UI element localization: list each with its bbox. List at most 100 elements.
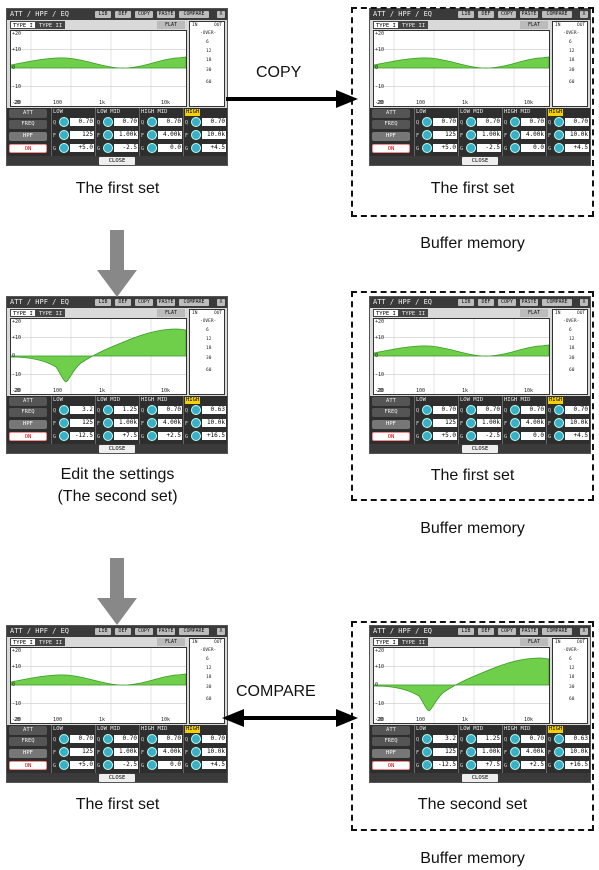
param-knob-icon[interactable] (103, 117, 113, 127)
band-label[interactable]: LOW MID (460, 109, 484, 115)
param-knob-icon[interactable] (191, 143, 201, 153)
param-knob-icon[interactable] (510, 143, 520, 153)
title-button[interactable]: COPY (498, 11, 516, 18)
att-knob-label[interactable]: ATT (9, 397, 47, 406)
band-label[interactable]: LOW (416, 726, 426, 732)
band-label[interactable]: HIGH (548, 397, 564, 404)
param-knob-icon[interactable] (554, 418, 564, 428)
param-knob-icon[interactable] (422, 418, 432, 428)
param-knob-icon[interactable] (59, 143, 69, 153)
att-knob-label[interactable]: ATT (372, 109, 410, 118)
band-label[interactable]: LOW MID (97, 397, 121, 403)
band-label[interactable]: LOW MID (97, 726, 121, 732)
param-knob-icon[interactable] (466, 747, 476, 757)
title-button[interactable]: X (580, 299, 588, 306)
param-knob-icon[interactable] (103, 734, 113, 744)
title-button[interactable]: COMPARE (542, 299, 572, 306)
param-knob-icon[interactable] (466, 143, 476, 153)
param-knob-icon[interactable] (147, 418, 157, 428)
param-knob-icon[interactable] (466, 734, 476, 744)
hpf-button[interactable]: HPF (9, 132, 47, 141)
param-knob-icon[interactable] (103, 405, 113, 415)
tab-type-1[interactable]: TYPE I (10, 21, 36, 29)
close-button[interactable]: CLOSE (99, 445, 135, 453)
band-label[interactable]: LOW (416, 397, 426, 403)
title-button[interactable]: X (580, 628, 588, 635)
hpf-button[interactable]: HPF (372, 132, 410, 141)
eq-on-button[interactable]: ON (372, 144, 410, 153)
tab-type-1[interactable]: TYPE I (373, 21, 399, 29)
band-label[interactable]: HIGH MID (141, 109, 168, 115)
param-knob-icon[interactable] (422, 130, 432, 140)
title-button[interactable]: LIB (458, 299, 474, 306)
tab-type-1[interactable]: TYPE I (373, 638, 399, 646)
param-knob-icon[interactable] (191, 760, 201, 770)
param-knob-icon[interactable] (191, 130, 201, 140)
param-knob-icon[interactable] (147, 405, 157, 415)
title-button[interactable]: COPY (498, 299, 516, 306)
title-button[interactable]: X (217, 11, 225, 18)
tab-type-2[interactable]: TYPE II (399, 21, 429, 29)
tab-type-2[interactable]: TYPE II (399, 309, 429, 317)
title-button[interactable]: X (217, 628, 225, 635)
band-label[interactable]: LOW MID (97, 109, 121, 115)
band-label[interactable]: LOW (53, 726, 63, 732)
param-knob-icon[interactable] (510, 760, 520, 770)
title-button[interactable]: DEF (478, 299, 494, 306)
title-button[interactable]: COPY (135, 299, 153, 306)
param-knob-icon[interactable] (554, 747, 564, 757)
title-button[interactable]: COMPARE (542, 628, 572, 635)
att-knob-label[interactable]: ATT (9, 726, 47, 735)
flat-button[interactable]: FLAT (520, 21, 548, 29)
param-knob-icon[interactable] (422, 760, 432, 770)
band-label[interactable]: LOW MID (460, 397, 484, 403)
param-knob-icon[interactable] (191, 747, 201, 757)
param-knob-icon[interactable] (510, 734, 520, 744)
title-button[interactable]: PASTE (157, 628, 175, 635)
title-button[interactable]: PASTE (520, 299, 538, 306)
param-knob-icon[interactable] (147, 431, 157, 441)
param-knob-icon[interactable] (147, 760, 157, 770)
title-button[interactable]: PASTE (157, 11, 175, 18)
param-knob-icon[interactable] (191, 117, 201, 127)
title-button[interactable]: DEF (115, 299, 131, 306)
param-knob-icon[interactable] (147, 734, 157, 744)
title-button[interactable]: COPY (135, 11, 153, 18)
title-button[interactable]: COPY (498, 628, 516, 635)
param-knob-icon[interactable] (59, 431, 69, 441)
tab-type-2[interactable]: TYPE II (399, 638, 429, 646)
close-button[interactable]: CLOSE (462, 774, 498, 782)
title-button[interactable]: LIB (458, 628, 474, 635)
hpf-button[interactable]: HPF (372, 420, 410, 429)
close-button[interactable]: CLOSE (99, 774, 135, 782)
param-knob-icon[interactable] (510, 747, 520, 757)
hpf-freq-label[interactable]: FREQ (372, 408, 410, 417)
param-knob-icon[interactable] (103, 760, 113, 770)
param-knob-icon[interactable] (466, 130, 476, 140)
param-knob-icon[interactable] (59, 734, 69, 744)
band-label[interactable]: LOW (416, 109, 426, 115)
param-knob-icon[interactable] (554, 143, 564, 153)
tab-type-2[interactable]: TYPE II (36, 309, 66, 317)
att-knob-label[interactable]: ATT (372, 726, 410, 735)
param-knob-icon[interactable] (554, 431, 564, 441)
param-knob-icon[interactable] (554, 130, 564, 140)
band-label[interactable]: HIGH MID (504, 397, 531, 403)
close-button[interactable]: CLOSE (99, 157, 135, 165)
title-button[interactable]: DEF (478, 11, 494, 18)
title-button[interactable]: PASTE (520, 628, 538, 635)
title-button[interactable]: COMPARE (179, 628, 209, 635)
title-button[interactable]: COMPARE (542, 11, 572, 18)
param-knob-icon[interactable] (147, 747, 157, 757)
att-knob-label[interactable]: ATT (372, 397, 410, 406)
att-knob-label[interactable]: ATT (9, 109, 47, 118)
band-label[interactable]: HIGH (185, 109, 201, 116)
param-knob-icon[interactable] (422, 143, 432, 153)
band-label[interactable]: LOW (53, 109, 63, 115)
eq-on-button[interactable]: ON (9, 144, 47, 153)
param-knob-icon[interactable] (147, 143, 157, 153)
hpf-freq-label[interactable]: FREQ (9, 737, 47, 746)
title-button[interactable]: COMPARE (179, 11, 209, 18)
param-knob-icon[interactable] (510, 117, 520, 127)
tab-type-2[interactable]: TYPE II (36, 21, 66, 29)
